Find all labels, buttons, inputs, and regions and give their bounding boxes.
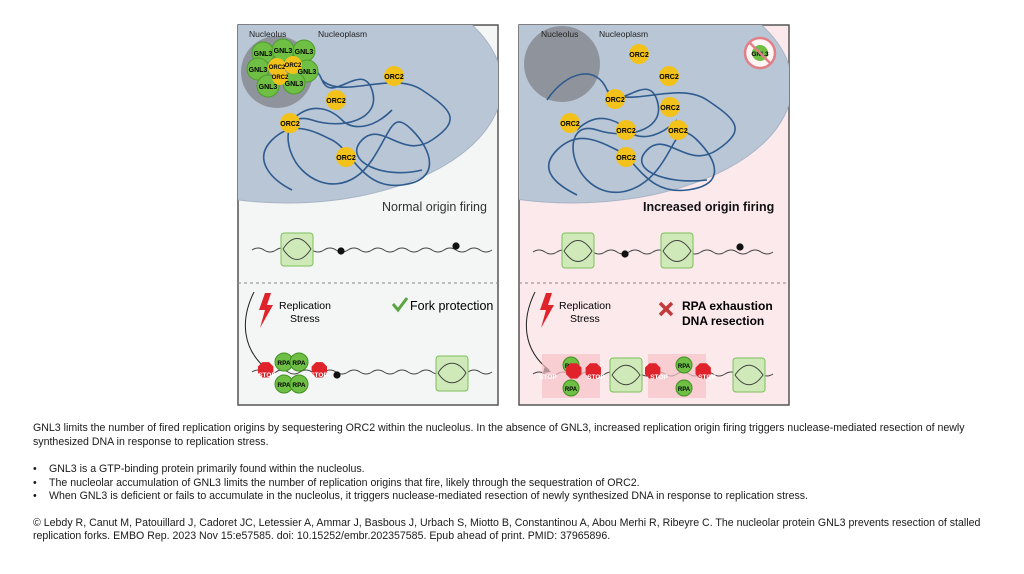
gnl3-label: GNL3 xyxy=(295,49,314,56)
bullet-item: • When GNL3 is deficient or fails to accu… xyxy=(33,490,993,504)
gnl3-label: GNL3 xyxy=(298,69,317,76)
stop-label: STOP xyxy=(650,374,668,381)
firing-label: Increased origin firing xyxy=(643,200,774,214)
stop-label: STOP xyxy=(698,374,716,381)
orc2-label: ORC2 xyxy=(326,98,346,105)
bullet-text: GNL3 is a GTP-binding protein primarily … xyxy=(49,463,365,475)
orc2-nucleoplasm: ORC2 ORC2 ORC2 ORC2 xyxy=(280,66,404,167)
nucleoplasm-label: Nucleoplasm xyxy=(318,29,367,39)
nucleolus xyxy=(524,26,600,102)
orc2-label: ORC2 xyxy=(605,97,625,104)
orc2-label: ORC2 xyxy=(280,121,300,128)
stress-label: Replication xyxy=(279,300,331,312)
rpa-label: RPA xyxy=(678,387,691,393)
figure-svg: GNL3 GNL3 GNL3 GNL3 GNL3 GNL3 GNL3 ORC2 … xyxy=(237,24,790,406)
bullet-text: The nucleolar accumulation of GNL3 limit… xyxy=(49,476,640,489)
stop-label: STOP xyxy=(539,374,557,381)
stop-label: STOP xyxy=(310,372,328,379)
orc2-label: ORC2 xyxy=(384,74,404,81)
fork-protection-label: Fork protection xyxy=(410,299,493,313)
resected-forks-right: RPA RPA RPA RPA STOP STOP STOP STOP xyxy=(532,354,774,398)
orc2-label: ORC2 xyxy=(336,155,356,162)
orc2-label: ORC2 xyxy=(668,128,688,135)
orc2-label: ORC2 xyxy=(272,75,289,81)
cross-icon xyxy=(658,301,674,317)
bullet-item: • GNL3 is a GTP-binding protein primarily… xyxy=(33,463,993,477)
firing-label: Normal origin firing xyxy=(382,200,487,214)
gnl3-label: GNL3 xyxy=(274,48,293,55)
dna-strand-top xyxy=(251,232,493,267)
citation: © Lebdy R, Canut M, Patouillard J, Cador… xyxy=(33,516,981,543)
gnl3-label: GNL3 xyxy=(259,84,278,91)
lightning-icon xyxy=(259,293,273,328)
stress-label: Stress xyxy=(570,313,600,325)
check-icon xyxy=(391,297,409,313)
bullet-list: • GNL3 is a GTP-binding protein primarily… xyxy=(33,463,993,504)
gnl3-label: GNL3 xyxy=(249,67,268,74)
nucleoplasm-label: Nucleoplasm xyxy=(599,29,648,39)
stalled-fork-left: RPA RPA RPA RPA STOP STOP xyxy=(251,352,493,394)
nucleolus-label: Nucleolus xyxy=(541,29,578,39)
figure: GNL3 GNL3 GNL3 GNL3 GNL3 GNL3 GNL3 ORC2 … xyxy=(232,20,792,410)
orc2-label: ORC2 xyxy=(616,155,636,162)
left-panel: GNL3 GNL3 GNL3 GNL3 GNL3 GNL3 GNL3 ORC2 … xyxy=(237,24,499,406)
orc2-nucleoplasm: ORC2 ORC2 ORC2 ORC2 ORC2 ORC2 ORC2 ORC2 xyxy=(560,44,688,167)
dna-strand-top xyxy=(532,232,774,269)
orc2-label: ORC2 xyxy=(285,63,302,69)
rpa-label: RPA xyxy=(292,382,306,389)
right-panel: ORC2 ORC2 ORC2 ORC2 ORC2 ORC2 ORC2 ORC2 … xyxy=(518,24,790,406)
stress-label: Stress xyxy=(290,313,320,325)
dna-resection-label: DNA resection xyxy=(682,314,764,328)
rpa-label: RPA xyxy=(277,382,291,389)
rpa-label: RPA xyxy=(277,360,291,367)
rpa-label: RPA xyxy=(565,387,578,393)
orc2-label: ORC2 xyxy=(269,65,286,71)
gnl3-label: GNL3 xyxy=(285,81,304,88)
rpa-exhaustion-label: RPA exhaustion xyxy=(682,299,773,313)
rpa-label: RPA xyxy=(678,364,691,370)
chromatin xyxy=(261,63,451,191)
bullet-dot: • xyxy=(33,490,37,502)
orc2-label: ORC2 xyxy=(659,74,679,81)
rpa-label: RPA xyxy=(292,360,306,367)
stop-label: STOP xyxy=(258,372,276,379)
gnl3-cluster: GNL3 GNL3 GNL3 GNL3 GNL3 GNL3 GNL3 ORC2 … xyxy=(246,38,319,98)
lightning-icon xyxy=(540,293,554,328)
orc2-label: ORC2 xyxy=(560,121,580,128)
bullet-dot: • xyxy=(33,476,37,489)
nucleolus-label: Nucleolus xyxy=(249,29,286,39)
bullet-dot: • xyxy=(33,463,37,475)
bullet-item: • The nucleolar accumulation of GNL3 limi… xyxy=(33,477,993,491)
no-gnl3-icon: GNL3 xyxy=(743,36,777,70)
stop-label: STOP xyxy=(587,374,605,381)
orc2-label: ORC2 xyxy=(660,105,680,112)
caption-summary: GNL3 limits the number of fired replicat… xyxy=(33,422,965,448)
orc2-label: ORC2 xyxy=(629,52,649,59)
caption: GNL3 limits the number of fired replicat… xyxy=(33,422,993,544)
gnl3-label: GNL3 xyxy=(254,51,273,58)
bullet-text: When GNL3 is deficient or fails to accum… xyxy=(49,490,809,502)
orc2-label: ORC2 xyxy=(616,128,636,135)
curved-arrow-icon xyxy=(525,291,550,371)
stress-label: Replication xyxy=(559,300,611,312)
